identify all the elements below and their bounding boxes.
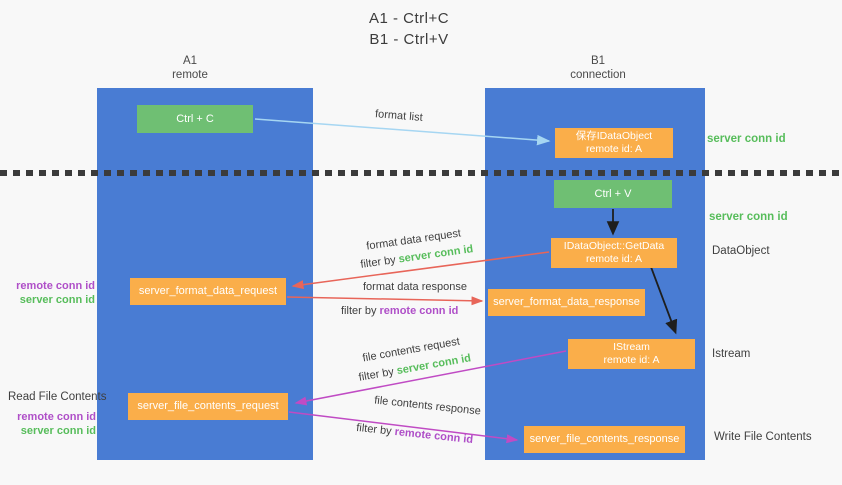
title-line-1: A1 - Ctrl+C	[368, 10, 450, 27]
lane-a-header: A1 remote	[90, 54, 290, 82]
node-idataobject-getdata-line2: remote id: A	[585, 253, 643, 265]
node-server-file-contents-request: server_file_contents_request	[128, 393, 288, 420]
node-server-format-data-request-label: server_format_data_request	[138, 285, 278, 297]
node-ctrl-c: Ctrl + C	[137, 105, 253, 133]
label-remote-conn-id-2: remote conn id	[17, 411, 96, 423]
label-format-list: format list	[374, 108, 424, 124]
node-server-file-contents-response: server_file_contents_response	[524, 426, 685, 453]
lane-b-header: B1 connection	[498, 54, 698, 82]
node-ctrl-v: Ctrl + V	[554, 180, 672, 208]
label-format-data-response: format data response	[363, 281, 467, 293]
node-server-format-data-response: server_format_data_response	[488, 289, 645, 316]
node-ctrl-v-label: Ctrl + V	[594, 187, 632, 200]
lane-b-subtitle: connection	[570, 69, 626, 81]
label-server-conn-id-top: server conn id	[707, 133, 786, 145]
filter-prefix: filter by	[359, 253, 400, 271]
label-server-conn-id-1: server conn id	[19, 294, 95, 306]
node-save-idataobject-line1: 保存IDataObject	[575, 130, 653, 142]
node-save-idataobject-line2: remote id: A	[585, 143, 643, 155]
phase-separator-dotted-line	[0, 170, 842, 176]
node-server-format-data-request: server_format_data_request	[130, 278, 286, 305]
label-dataobject: DataObject	[712, 245, 770, 257]
label-write-file-contents: Write File Contents	[714, 431, 812, 443]
node-istream: IStream remote id: A	[568, 339, 695, 369]
label-filter-format-response: filter by remote conn id	[341, 305, 458, 317]
lane-b-name: B1	[590, 55, 606, 67]
node-server-file-contents-response-label: server_file_contents_response	[529, 433, 680, 445]
label-server-conn-id-mid: server conn id	[709, 211, 788, 223]
lane-a-subtitle: remote	[172, 69, 208, 81]
node-save-idataobject: 保存IDataObject remote id: A	[555, 128, 673, 158]
node-idataobject-getdata: IDataObject::GetData remote id: A	[551, 238, 677, 268]
filter-value-remote-conn-id: remote conn id	[379, 305, 459, 317]
node-server-file-contents-request-label: server_file_contents_request	[137, 400, 279, 412]
filter-prefix: filter by	[357, 365, 398, 384]
node-istream-line1: IStream	[613, 341, 650, 353]
lane-a-name: A1	[182, 55, 198, 67]
node-ctrl-c-label: Ctrl + C	[176, 112, 214, 125]
filter-prefix: filter by	[355, 421, 396, 438]
title-line-2: B1 - Ctrl+V	[369, 31, 449, 48]
filter-prefix: filter by	[341, 305, 380, 317]
label-remote-conn-id-1: remote conn id	[16, 280, 95, 292]
label-group-format-conn-ids: remote conn id server conn id	[5, 279, 95, 307]
label-istream: Istream	[712, 348, 751, 360]
label-file-contents-response: file contents response	[373, 394, 482, 418]
diagram-title: A1 - Ctrl+C B1 - Ctrl+V	[309, 8, 509, 50]
label-read-file-contents: Read File Contents	[8, 391, 107, 403]
node-server-format-data-response-label: server_format_data_response	[493, 296, 640, 308]
arrow-format-data-response	[286, 296, 484, 306]
node-istream-line2: remote id: A	[603, 354, 660, 366]
filter-value-remote-conn-id: remote conn id	[393, 425, 474, 447]
label-server-conn-id-2: server conn id	[20, 425, 96, 437]
label-filter-file-response: filter by remote conn id	[356, 422, 474, 446]
node-idataobject-getdata-line1: IDataObject::GetData	[563, 240, 665, 252]
label-group-file-conn-ids: remote conn id server conn id	[6, 410, 96, 438]
